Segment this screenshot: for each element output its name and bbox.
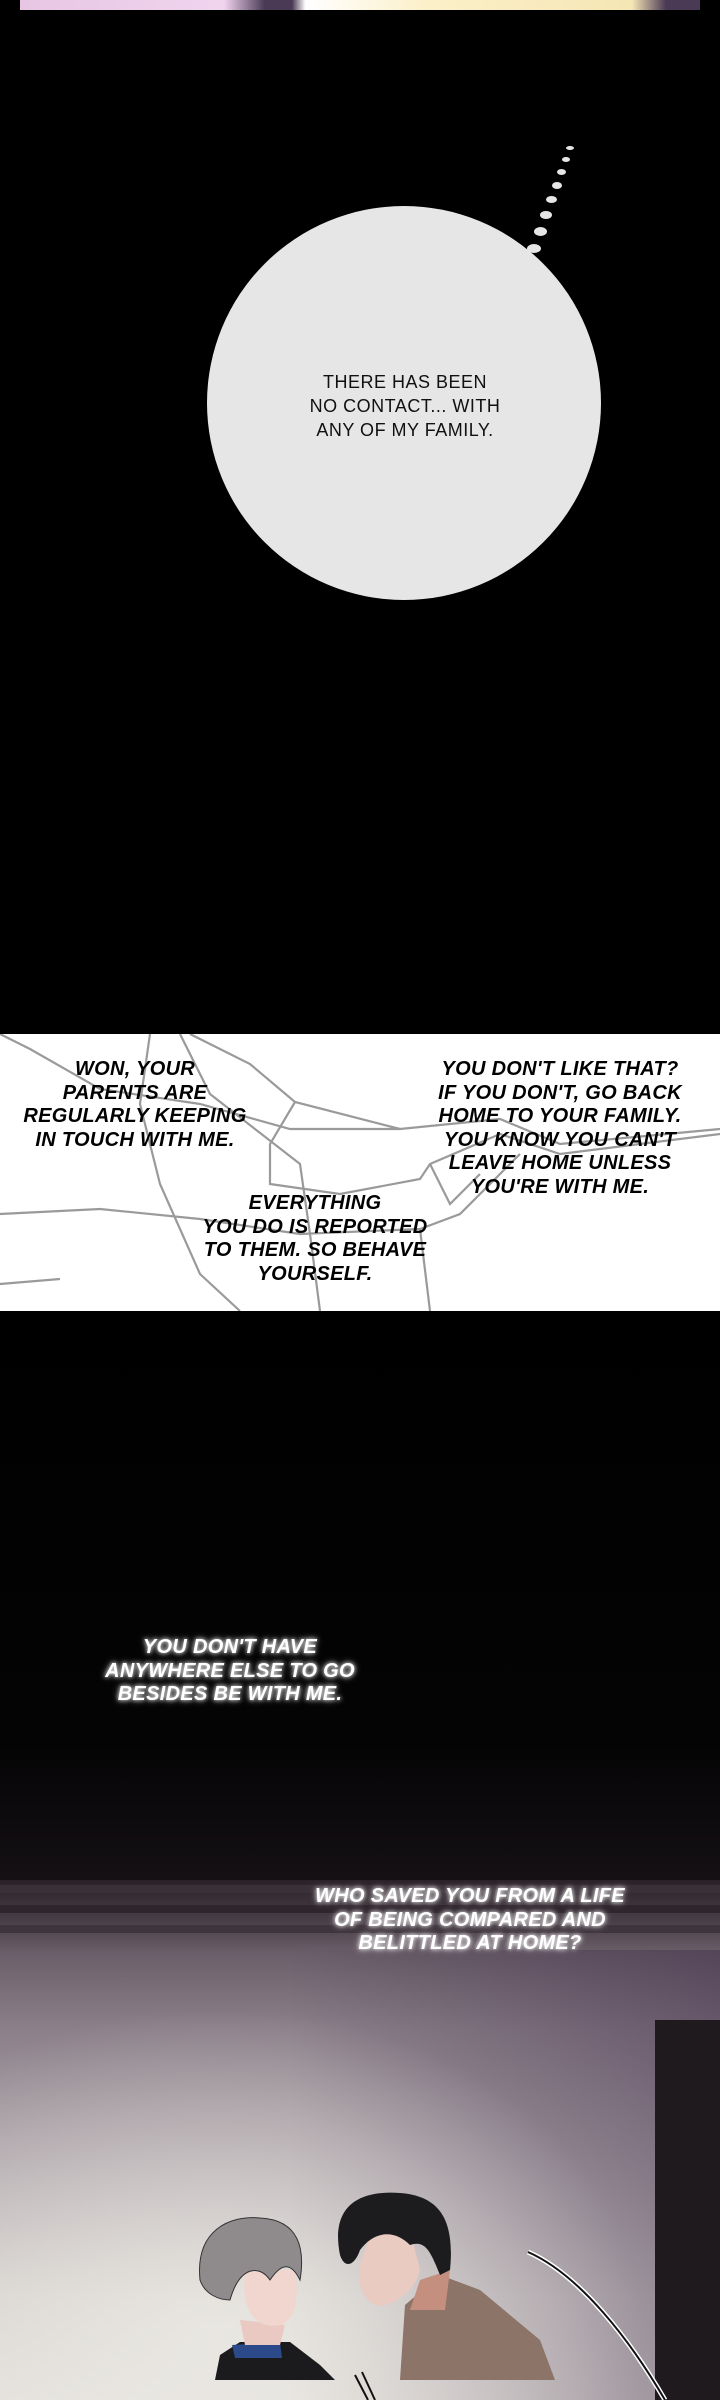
door-frame: [655, 2020, 720, 2400]
speech-text-middle: EVERYTHING YOU DO IS REPORTED TO THEM. S…: [202, 1192, 428, 1285]
characters-illustration: [199, 2192, 668, 2400]
speech-text-right: YOU DON'T LIKE THAT? IF YOU DON'T, GO BA…: [438, 1058, 682, 1198]
character-right: [338, 2192, 555, 2380]
thought-bubble-text: THERE HAS BEEN NO CONTACT... WITH ANY OF…: [309, 372, 501, 440]
wall-molding: [0, 1885, 720, 1893]
narration-text-1: YOU DON'T HAVE ANYWHERE ELSE TO GO BESID…: [105, 1636, 355, 1705]
thought-bubble: [207, 206, 601, 600]
crack-lines: [0, 1034, 720, 1311]
narration-text-2: WHO SAVED YOU FROM A LIFE OF BEING COMPA…: [315, 1885, 625, 1954]
cracked-glass-panel: WON, YOUR PARENTS ARE REGULARLY KEEPING …: [0, 1034, 720, 1311]
previous-panel-edge: [20, 0, 700, 10]
character-left: [199, 2217, 335, 2380]
speech-text-left: WON, YOUR PARENTS ARE REGULARLY KEEPING …: [23, 1058, 247, 1151]
